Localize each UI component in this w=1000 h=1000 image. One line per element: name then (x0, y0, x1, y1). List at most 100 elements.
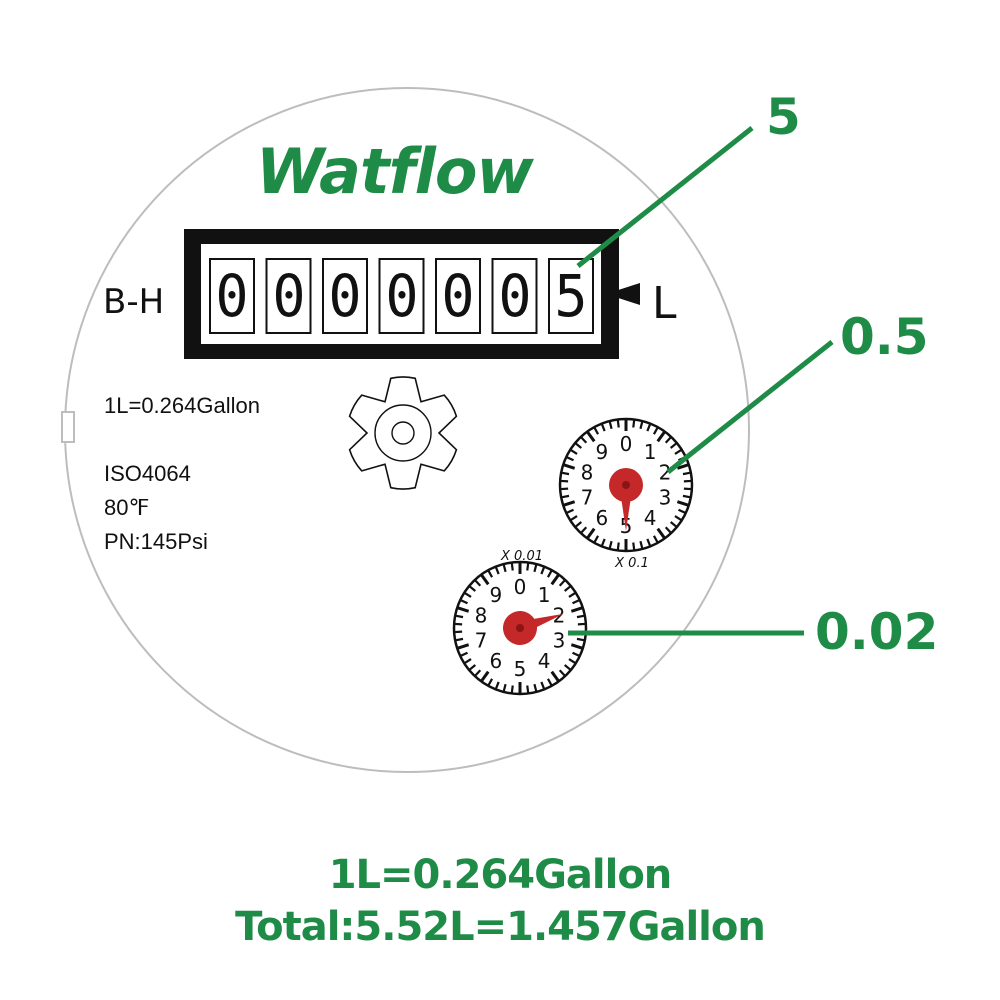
register-digit-box (491, 258, 538, 334)
dial-pointer (609, 468, 643, 531)
register-digit: 5 (554, 262, 588, 330)
register-digit-box (209, 258, 255, 334)
dial-tick (664, 526, 672, 534)
dial-tick (460, 651, 468, 657)
dial-tick (674, 449, 682, 455)
register-digit: 0 (328, 262, 362, 330)
dial-tick (570, 643, 583, 650)
dial-tick (533, 564, 538, 573)
callout-line-dial-x0.1 (666, 340, 834, 474)
register-digit-boxes (209, 258, 594, 334)
dial-tick (455, 637, 464, 642)
dial-tick (586, 431, 596, 443)
dial-tick (495, 681, 500, 689)
dial-tick (572, 599, 580, 605)
register-digit: 0 (271, 262, 306, 330)
register-left-label: B-H (103, 282, 165, 322)
dial-tick (510, 563, 514, 571)
dial-tick (464, 658, 472, 664)
dial-tick (566, 456, 574, 462)
dial-number: 4 (538, 649, 551, 673)
dial-tick (502, 683, 507, 692)
dial-number: 6 (490, 649, 503, 673)
dial-number: 5 (514, 657, 527, 681)
dial-tick (526, 563, 530, 571)
dial-tick (669, 521, 677, 528)
dial-tick (682, 471, 691, 476)
dial-tick (487, 678, 494, 686)
dial-number: 0 (620, 432, 633, 456)
dial-tick (669, 442, 677, 449)
register-digit: 0 (497, 262, 532, 330)
dial-tick (561, 471, 570, 476)
dial-tick (540, 567, 545, 575)
register-digit-box (378, 258, 425, 334)
dial-tick (502, 564, 507, 573)
register-digit: 0 (215, 262, 249, 330)
register-digit: 0 (441, 262, 475, 330)
dial-tick (676, 463, 689, 470)
dial-tick (632, 420, 636, 428)
dial-tick (639, 421, 644, 430)
callout-register-value: 5 (766, 88, 801, 146)
dial-tick (576, 637, 585, 642)
dial-tick (682, 494, 691, 499)
dial-tick (533, 683, 538, 692)
dial-number: 1 (538, 583, 551, 607)
dial-tick (455, 614, 464, 619)
dial-x0.01: 0123456789X 0.01 (452, 549, 588, 696)
register-digit: 0 (384, 262, 419, 330)
meter-body-notch (61, 411, 75, 443)
dial-tick (546, 570, 553, 578)
dial-number: 7 (581, 486, 594, 510)
dial-tick (656, 431, 666, 443)
register-digit-box (435, 258, 481, 334)
dial-tick (474, 669, 482, 677)
dial-number: 0 (514, 575, 527, 599)
dial-tick (495, 567, 500, 575)
dial-tick (616, 420, 620, 428)
star-wheel-icon (348, 376, 458, 490)
dial-tick (576, 614, 585, 619)
dial-tick (646, 538, 651, 546)
dial-number: 9 (490, 583, 503, 607)
dial-tick (550, 574, 560, 586)
standard-label: ISO4064 (104, 461, 191, 486)
dial-tick (580, 436, 588, 444)
dial-tick (570, 449, 578, 455)
dial-tick (563, 500, 576, 507)
dial-x0.1: 0123456789X 0.1 (558, 417, 694, 571)
dial-tick (474, 579, 482, 587)
dial-tick (652, 535, 659, 543)
dial-tick (639, 540, 644, 549)
dial-multiplier-label: X 0.01 (500, 549, 543, 564)
dial-tick (632, 542, 636, 550)
register-digit-box (265, 258, 312, 334)
dial-tick (526, 685, 530, 693)
dial-number: 6 (596, 506, 609, 530)
dial-tick (566, 508, 574, 514)
dial-tick (570, 515, 578, 521)
dial-tick (510, 685, 514, 693)
dial-number: 4 (644, 506, 657, 530)
dial-tick (652, 427, 659, 435)
dial-tick (457, 606, 470, 613)
register-digit-box (322, 258, 368, 334)
dial-tick (575, 442, 583, 449)
dial-tick (593, 535, 600, 543)
dial-number: 9 (596, 440, 609, 464)
dial-tick (601, 424, 606, 432)
dial-tick (616, 542, 620, 550)
dial-tick (540, 681, 545, 689)
dial-tick (580, 526, 588, 534)
conversion-label: 1L=0.264Gallon (104, 393, 260, 418)
dial-tick (561, 494, 570, 499)
summary-conversion: 1L=0.264Gallon (328, 852, 673, 898)
dial-tick (676, 500, 689, 507)
dial-tick (563, 585, 571, 592)
dial-tick (460, 599, 468, 605)
dial-multiplier-label: X 0.1 (614, 556, 649, 571)
callout-line-register (576, 126, 754, 268)
dial-tick (572, 651, 580, 657)
